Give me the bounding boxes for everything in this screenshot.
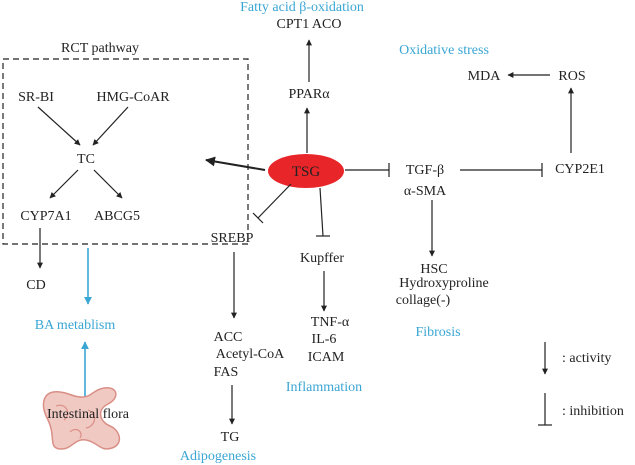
collage-label: collage(-) [396, 293, 451, 308]
hydroxyproline-label: Hydroxyproline [399, 276, 488, 291]
arrow-srbi-tc [37, 106, 81, 146]
intestine-illustration [42, 387, 121, 450]
tg-label: TG [221, 430, 240, 445]
fibrosis-category: Fibrosis [415, 325, 460, 340]
abcg5-label: ABCG5 [94, 209, 140, 224]
hsc-label: HSC [420, 262, 447, 277]
tsg-label: TSG [292, 164, 321, 180]
inhibit-tsg-srebp-bar [252, 212, 264, 224]
cyp2e1-label: CYP2E1 [555, 162, 605, 177]
inhibit-tsg-kupffer [319, 187, 324, 237]
cd-label: CD [26, 278, 45, 293]
rct-pathway-title: RCT pathway [61, 41, 139, 56]
arrow-tc-cyp7a1 [49, 169, 79, 199]
acc-label: ACC [214, 330, 243, 345]
cyp7a1-label: CYP7A1 [20, 209, 71, 224]
tc-label: TC [77, 152, 95, 167]
fatty-acid-category: Fatty acid β-oxidation [240, 0, 364, 15]
il6-label: IL-6 [312, 332, 337, 347]
cpt1-aco-label: CPT1 ACO [277, 17, 342, 32]
legend-inhibition-label: : inhibition [562, 404, 624, 419]
arrow-hmgcoar-tc [92, 106, 129, 146]
srbi-label: SR-BI [18, 90, 54, 105]
adipogenesis-category: Adipogenesis [180, 449, 256, 464]
icam-label: ICAM [308, 350, 345, 365]
tsg-node [268, 154, 344, 188]
tnfa-label: TNF-α [311, 315, 350, 330]
oxidative-stress-category: Oxidative stress [399, 43, 489, 58]
inflammation-category: Inflammation [286, 380, 362, 395]
srebp-label: SREBP [211, 231, 254, 246]
rct-pathway-box [2, 58, 249, 245]
fas-label: FAS [214, 365, 239, 380]
arrow-tsg-rct [205, 156, 266, 171]
intestinal-flora-label: Intestinal flora [47, 407, 130, 422]
inhibit-tsg-srebp [257, 183, 292, 219]
acetyl-coa-label: Acetyl-CoA [216, 347, 285, 362]
tgfb-label: TGF-β [406, 163, 444, 178]
ba-metabolism-label: BA metablism [35, 318, 116, 333]
ppara-label: PPARα [288, 87, 330, 102]
legend-activity-label: : activity [562, 351, 611, 366]
hmgcoar-label: HMG-CoAR [96, 90, 170, 105]
ros-label: ROS [558, 69, 585, 84]
arrow-tc-abcg5 [93, 169, 123, 199]
mda-label: MDA [468, 69, 502, 84]
kupffer-label: Kupffer [300, 251, 344, 266]
asma-label: α-SMA [404, 184, 447, 199]
